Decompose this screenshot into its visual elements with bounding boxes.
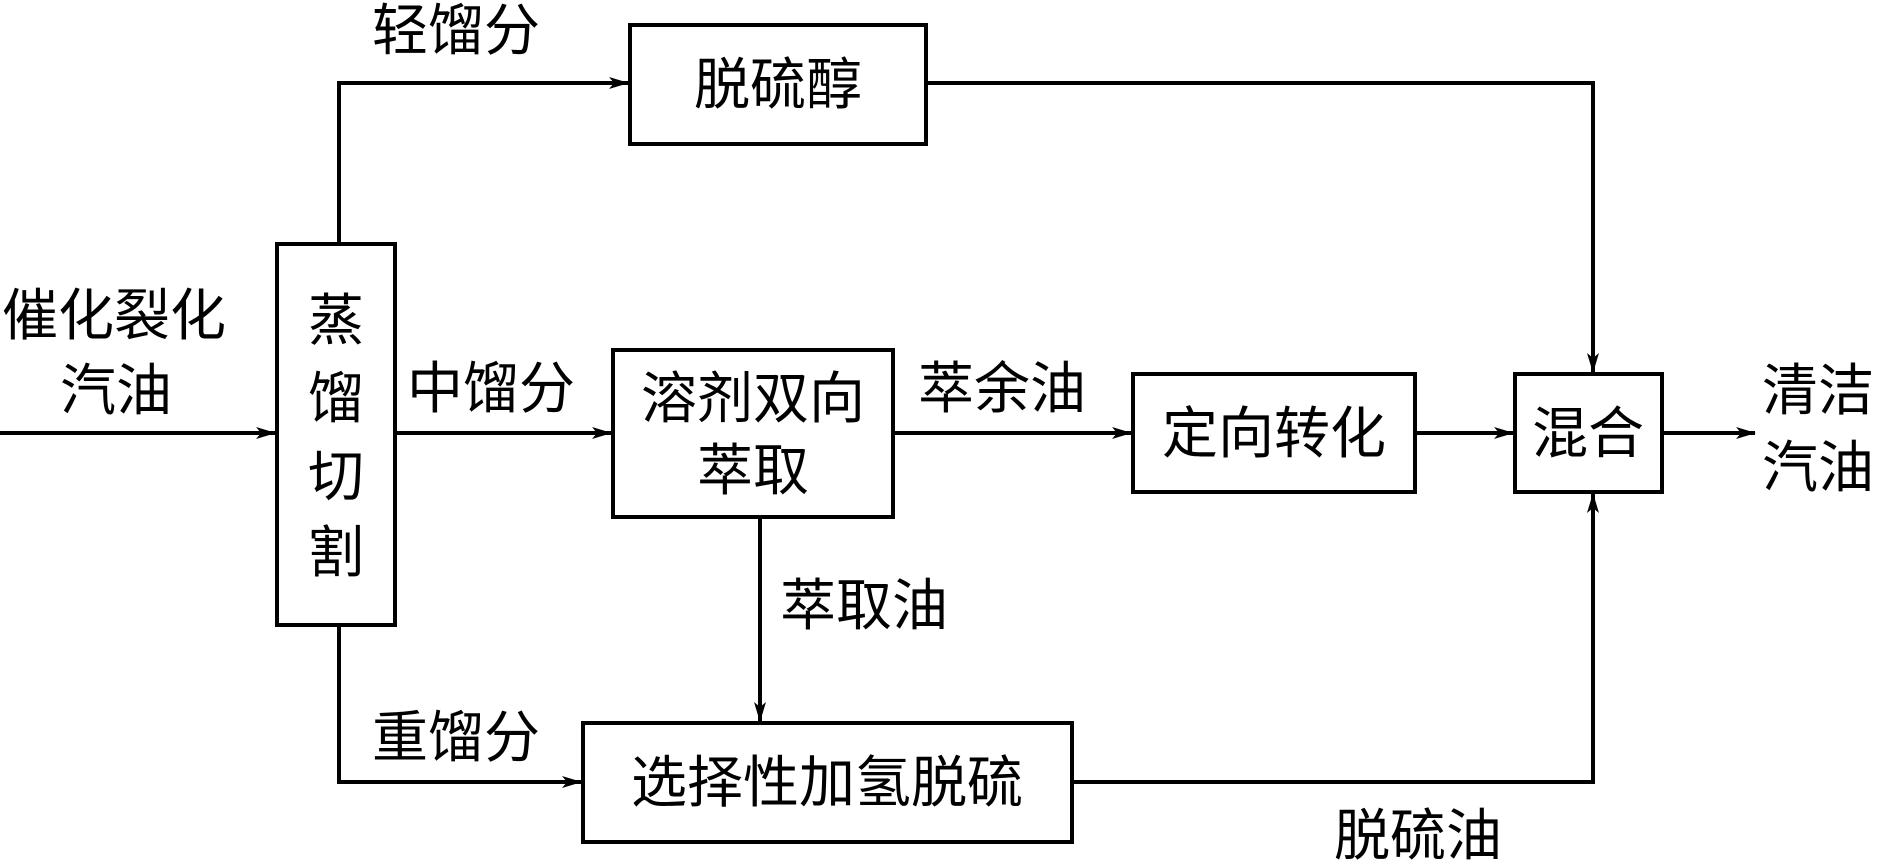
node-directional-conversion: 定向转化 <box>1131 372 1417 494</box>
node-directional-conversion-label: 定向转化 <box>1162 402 1386 467</box>
node-mixing-label: 混合 <box>1532 402 1644 467</box>
edge-label-heavy-fraction: 重馏分 <box>372 706 540 771</box>
node-mercaptan-removal: 脱硫醇 <box>628 23 928 146</box>
node-solvent-extraction-line2: 萃取 <box>697 439 809 504</box>
flow-desulfurized-oil <box>1072 493 1599 784</box>
output-label-line2: 汽油 <box>1762 436 1874 501</box>
node-distillation-char-3: 切 <box>308 445 364 510</box>
edge-label-middle-fraction: 中馏分 <box>407 357 575 422</box>
edge-label-raffinate: 萃余油 <box>918 357 1086 422</box>
input-label-line1: 催化裂化 <box>2 284 226 349</box>
flow-heavy-fraction <box>337 625 582 788</box>
node-solvent-extraction: 溶剂双向 萃取 <box>611 348 895 519</box>
flow-mercaptan-to-mixing <box>926 81 1599 373</box>
node-mercaptan-removal-label: 脱硫醇 <box>694 53 862 118</box>
node-distillation: 蒸 馏 切 割 <box>275 242 397 627</box>
node-selective-hds: 选择性加氢脱硫 <box>581 721 1074 844</box>
node-distillation-char-1: 蒸 <box>308 289 364 354</box>
node-selective-hds-label: 选择性加氢脱硫 <box>631 751 1023 816</box>
edge-label-desulfurized-oil: 脱硫油 <box>1334 804 1502 868</box>
node-distillation-char-4: 割 <box>308 521 364 586</box>
node-mixing: 混合 <box>1513 372 1664 494</box>
edge-label-extract-oil: 萃取油 <box>780 574 948 639</box>
node-solvent-extraction-line1: 溶剂双向 <box>641 367 865 432</box>
node-distillation-char-2: 馏 <box>308 367 364 432</box>
input-label-line2: 汽油 <box>60 359 172 424</box>
output-label-line1: 清洁 <box>1762 359 1874 424</box>
flow-light-fraction <box>337 77 629 244</box>
edge-label-light-fraction: 轻馏分 <box>372 0 540 64</box>
